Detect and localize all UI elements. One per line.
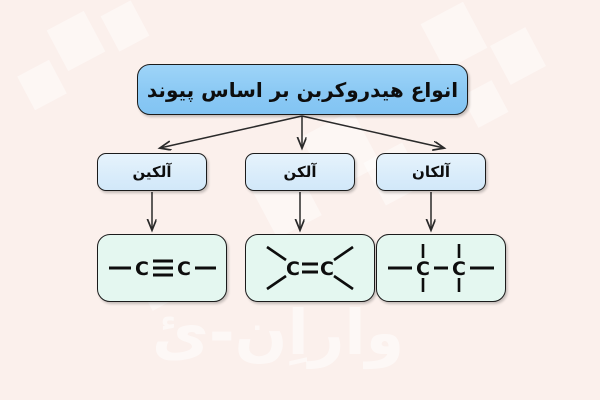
page-title: انواع هیدروکربن بر اساس پیوند (146, 77, 459, 102)
svg-text:C: C (416, 258, 430, 280)
diagram-title-node: انواع هیدروکربن بر اساس پیوند (137, 64, 468, 115)
svg-text:C: C (135, 258, 149, 280)
alkyne-structure-icon: C C (109, 258, 216, 280)
svg-text:C: C (286, 258, 300, 280)
category-node-alkene: آلکن (245, 153, 355, 191)
category-label-alkyne: آلکین (132, 163, 172, 181)
svg-text:C: C (452, 258, 466, 280)
category-node-alkane: آلکان (376, 153, 486, 191)
alkane-structure-icon: C C (388, 244, 494, 292)
structure-node-alkene: C C (245, 234, 375, 302)
svg-text:C: C (320, 258, 334, 280)
alkene-structure-icon: C C (266, 245, 354, 291)
connector-title-to-alkyne (160, 115, 303, 148)
category-label-alkane: آلکان (412, 163, 450, 181)
connector-title-to-alkane (301, 115, 444, 148)
structure-node-alkyne: C C (97, 234, 227, 302)
category-label-alkene: آلکن (283, 163, 317, 181)
structure-node-alkane: C C (376, 234, 506, 302)
svg-text:C: C (177, 258, 191, 280)
category-node-alkyne: آلکین (97, 153, 207, 191)
